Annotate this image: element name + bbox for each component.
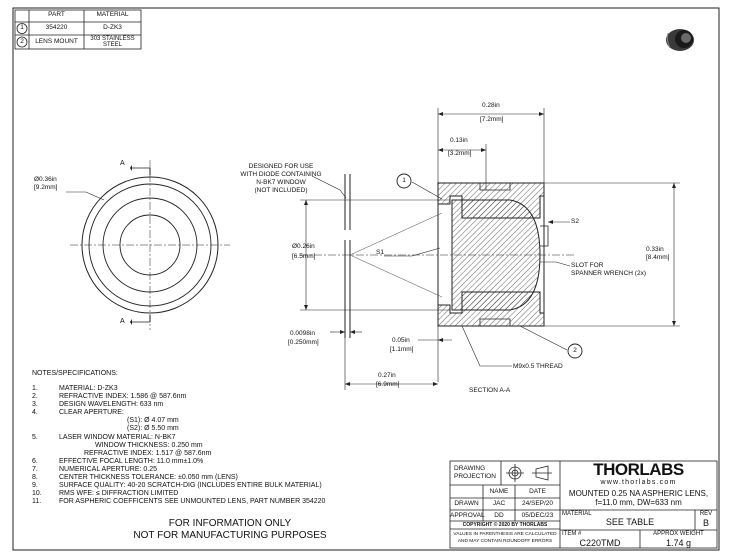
item-value: C220TMD [579, 538, 621, 548]
dim-flange-mm: [1.1mm] [390, 346, 414, 353]
note-line: WINDOW THICKNESS: 0.250 mm [95, 441, 203, 449]
item-label: ITEM # [562, 531, 582, 537]
drawn-date: 24/SEP/20 [521, 500, 554, 507]
disclaimer-line-2: NOT FOR MANUFACTURING PURPOSES [133, 530, 327, 541]
rev-label: REV [699, 511, 713, 517]
date-header: DATE [529, 488, 546, 495]
note-line: 4.CLEAR APERTURE: [32, 409, 124, 417]
note-line: 2.REFRACTIVE INDEX: 1.586 @ 587.6nm [32, 393, 187, 401]
label-slot-1: SLOT FOR [571, 262, 604, 269]
note-line: 1.MATERIAL: D-ZK3 [32, 385, 118, 392]
dim-top-len-mm: [7.2mm] [480, 116, 504, 123]
dim-top-small-in: 0.13in [450, 137, 468, 144]
dim-bottom-mm: [6.9mm] [376, 381, 400, 388]
note-line: 3.DESIGN WAVELENGTH: 633 nm [32, 401, 164, 409]
dim-top-small-mm: [3.2mm] [448, 150, 472, 157]
note-line: 7.NUMERICAL APERTURE: 0.25 [32, 465, 158, 473]
dimension-lines [300, 108, 680, 390]
projection-symbol [506, 464, 552, 482]
laser-window [344, 174, 351, 338]
drawing-title-1: MOUNTED 0.25 NA ASPHERIC LENS, [568, 489, 709, 498]
weight-label: APPROX WEIGHT [653, 531, 704, 537]
label-thread: M9x0.5 THREAD [513, 363, 563, 370]
note-window-2: WITH DIODE CONTAINING [240, 171, 322, 178]
dim-bottom-in: 0.27in [378, 372, 396, 379]
dim-left-dia-in: Ø0.26in [292, 243, 315, 250]
section-balloon-2 [567, 343, 583, 359]
bom-balloon-1 [16, 23, 28, 34]
dim-window-in: 0.0098in [290, 330, 315, 337]
note-line: 10.RMS WFE: ≤ DIFFRACTION LIMITED [32, 490, 179, 498]
front-view [70, 160, 230, 330]
projection-label-1: DRAWING [454, 465, 486, 472]
front-dia-in: Ø0.36in [34, 176, 57, 183]
dim-right-dia-in: 0.33in [646, 246, 664, 253]
dim-top-len-in: 0.28in [482, 102, 500, 109]
projection-label-2: PROJECTION [454, 473, 496, 480]
material-label: MATERIAL [562, 511, 592, 517]
section-balloon-2-text: 2 [573, 347, 577, 354]
section-balloon-1 [396, 173, 412, 189]
material-value: SEE TABLE [605, 517, 655, 527]
section-marker-top: A [120, 160, 125, 167]
bom-header-part: PART [48, 11, 65, 18]
values-note-1: VALUES IN PARENTHESIS ARE CALCULATED [453, 532, 557, 537]
disclaimer-line-1: FOR INFORMATION ONLY [168, 518, 292, 529]
bom-row1-part: 354220 [45, 24, 68, 31]
title-block-grid [449, 460, 718, 549]
bom-row2-num: 2 [20, 37, 24, 45]
label-s2: S2 [571, 218, 579, 225]
bom-row2-part: LENS MOUNT [35, 37, 78, 45]
label-s1: S1 [376, 249, 384, 256]
sheet-border [12, 7, 720, 551]
section-balloon-1-text: 1 [402, 177, 406, 184]
approval-label: APPROVAL [450, 511, 485, 519]
front-dia-mm: [9.2mm] [34, 184, 58, 191]
values-note-2: AND MAY CONTAIN ROUNDOFF ERRORS [457, 538, 553, 544]
approval-name: DD [494, 511, 504, 519]
note-window-1: DESIGNED FOR USE [248, 163, 314, 170]
note-line: (S2): Ø 5.50 mm [127, 425, 179, 433]
approval-date: 05/DEC/23 [521, 511, 554, 519]
website: www.thorlabs.com [600, 479, 677, 486]
note-line: 8.CENTER THICKNESS TOLERANCE: ±0.050 mm … [32, 474, 238, 482]
name-header: NAME [489, 488, 509, 495]
dim-window-mm: [0.250mm] [288, 339, 319, 346]
section-marker-bottom: A [120, 318, 125, 325]
note-window-4: (NOT INCLUDED) [254, 187, 308, 194]
bom-row1-material: D-ZK3 [103, 24, 122, 31]
note-line: 5.LASER WINDOW MATERIAL: N-BK7 [32, 433, 176, 441]
product-thumbnail [666, 29, 694, 51]
drawn-label: DRAWN [454, 500, 479, 507]
copyright: COPYRIGHT © 2020 BY THORLABS [462, 521, 548, 528]
note-line: 9.SURFACE QUALITY: 40-20 SCRATCH-DIG (IN… [32, 482, 322, 490]
label-slot-2: SPANNER WRENCH (2x) [571, 270, 646, 277]
dim-right-dia-mm: [8.4mm] [646, 254, 670, 261]
note-window-3: N-BK7 WINDOW [256, 179, 306, 186]
notes-title: NOTES/SPECIFICATIONS: [32, 370, 118, 377]
bom-row1-num: 1 [20, 24, 24, 31]
section-housing [437, 182, 549, 327]
note-line: (S1): Ø 4.07 mm [127, 417, 179, 425]
thorlabs-logo: THORLABS [593, 460, 684, 479]
drawn-name: JAC [492, 500, 506, 507]
weight-value: 1.74 g [665, 538, 692, 548]
notes-list: 1.MATERIAL: D-ZK3 2.REFRACTIVE INDEX: 1.… [32, 385, 325, 506]
note-line: REFRACTIVE INDEX: 1.517 @ 587.6nm [84, 449, 212, 457]
dim-flange-in: 0.05in [392, 337, 410, 344]
dim-left-dia-mm: [6.5mm] [292, 253, 316, 260]
bom-header-material: MATERIAL [96, 11, 129, 18]
bom-balloon-2 [16, 36, 28, 48]
bom-table-grid [14, 9, 142, 50]
note-line: 6.EFFECTIVE FOCAL LENGTH: 11.0 mm±1.0% [32, 457, 204, 465]
drawing-title-2: f=11.0 mm, DW=633 nm [595, 498, 682, 507]
bom-row2-material: 303 STAINLESS STEEL [90, 36, 135, 49]
section-caption: SECTION A-A [469, 387, 511, 394]
rev-value: B [702, 518, 709, 528]
note-line: 11.FOR ASPHERIC COEFFICENTS SEE UNMOUNTE… [32, 498, 326, 506]
